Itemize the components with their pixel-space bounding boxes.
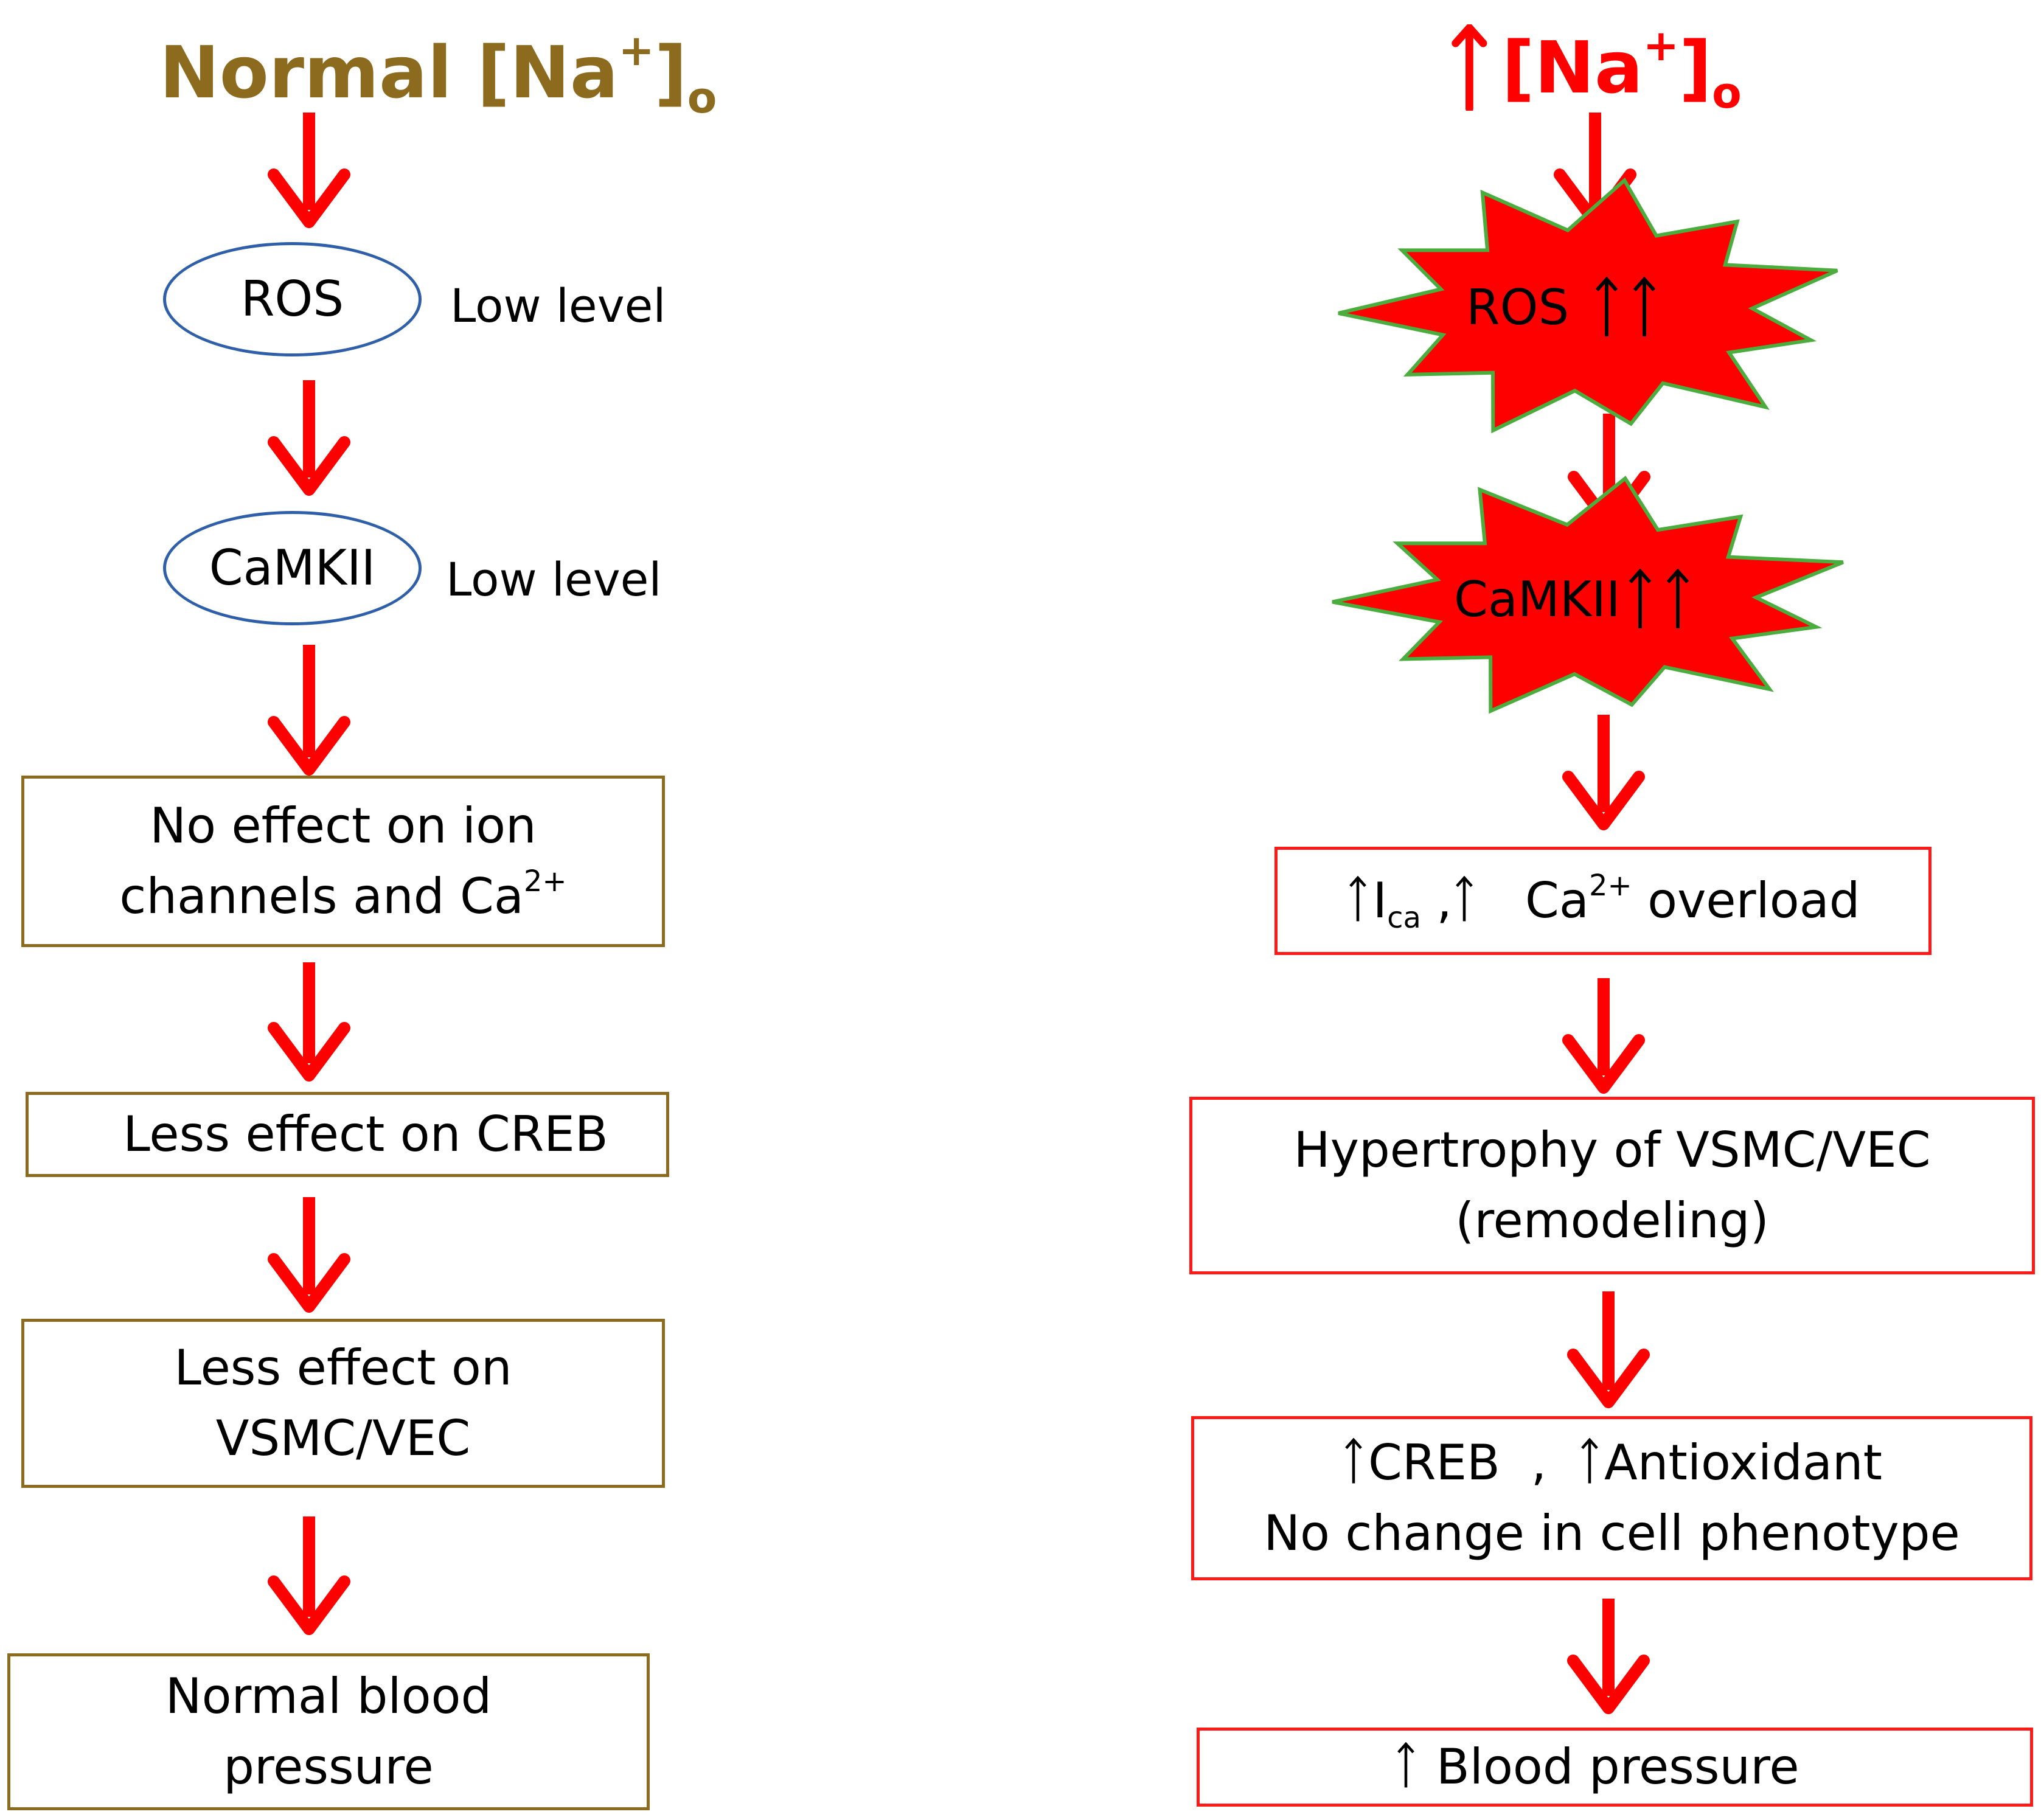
flow-arrow	[268, 1197, 350, 1313]
left-bp-line1: Normal blood	[165, 1668, 492, 1724]
flow-arrow	[268, 380, 350, 496]
up-arrow-icon	[1341, 1438, 1366, 1484]
left-title-sub: o	[687, 72, 717, 123]
up-arrow-icon	[1664, 569, 1691, 630]
right-camkii-label-group: CaMKII	[1454, 569, 1694, 630]
left-title-close: ]	[654, 30, 687, 114]
up-arrow-icon	[1577, 1438, 1602, 1484]
right-creb-line2: No change in cell phenotype	[1264, 1505, 1960, 1561]
left-creb-box: Less effect on CREB	[26, 1092, 669, 1177]
left-title-main: Normal [Na	[159, 30, 619, 114]
right-title-sup: +	[1643, 20, 1680, 71]
flow-arrow	[1567, 1599, 1650, 1714]
right-ros-label-group: ROS	[1466, 277, 1660, 338]
left-camkii-label: CaMKII	[209, 540, 376, 596]
right-hypertrophy-box: Hypertrophy of VSMC/VEC (remodeling)	[1189, 1097, 2035, 1274]
right-creb-box: CREB , Antioxidant No change in cell phe…	[1191, 1416, 2032, 1580]
left-camkii-note: Low level	[446, 552, 662, 606]
left-ion-channels-line2: channels and Ca2+	[119, 864, 567, 925]
left-ros-ellipse: ROS	[163, 242, 422, 356]
bursts	[1332, 177, 1844, 714]
up-arrow-icon	[1448, 24, 1491, 111]
right-title-sub: o	[1712, 67, 1742, 118]
right-ica-text: Ica , Ca2+ overload	[1346, 866, 1860, 936]
flow-arrow	[1562, 715, 1645, 830]
right-hypertrophy-line2: (remodeling)	[1455, 1192, 1769, 1249]
left-blood-pressure-box: Normal blood pressure	[7, 1653, 650, 1810]
left-ros-note: Low level	[450, 279, 666, 333]
right-ros-burst	[1338, 177, 1838, 434]
flow-arrow	[1562, 978, 1645, 1094]
left-ion-channels-line1: No effect on ion	[150, 797, 537, 854]
right-camkii-label: CaMKII	[1454, 571, 1621, 628]
up-arrow-icon	[1346, 876, 1370, 922]
right-title: [Na+]o	[1448, 24, 1742, 114]
flow-arrow	[268, 962, 350, 1082]
left-ros-label: ROS	[240, 271, 344, 327]
right-blood-pressure-box: Blood pressure	[1197, 1728, 2033, 1807]
left-title: Normal [Na+]o	[159, 29, 717, 119]
flow-arrow	[268, 113, 350, 228]
up-arrow-icon	[1452, 876, 1476, 922]
left-vsmc-line2: VSMC/VEC	[215, 1410, 471, 1467]
up-arrow-icon	[1631, 277, 1658, 338]
right-hypertrophy-line1: Hypertrophy of VSMC/VEC	[1293, 1122, 1931, 1178]
left-creb-text: Less effect on CREB	[123, 1106, 608, 1162]
left-camkii-ellipse: CaMKII	[163, 511, 422, 625]
flow-arrow	[1567, 1291, 1650, 1408]
right-title-close: ]	[1679, 26, 1712, 110]
right-camkii-burst	[1332, 475, 1844, 714]
flow-arrow	[268, 1516, 350, 1635]
right-ica-box: Ica , Ca2+ overload	[1274, 847, 1931, 955]
right-title-main: [Na	[1501, 26, 1643, 110]
left-vsmc-line1: Less effect on	[174, 1339, 512, 1396]
right-bp-text: Blood pressure	[1394, 1732, 1835, 1802]
left-ion-channels-box: No effect on ion channels and Ca2+	[21, 776, 665, 947]
right-ros-label: ROS	[1466, 279, 1570, 336]
up-arrow-icon	[1394, 1742, 1418, 1788]
left-title-sup: +	[618, 24, 655, 75]
up-arrow-icon	[1593, 277, 1620, 338]
right-creb-line1: CREB , Antioxidant	[1264, 1428, 1960, 1498]
flow-arrow	[268, 645, 350, 776]
left-bp-line2: pressure	[223, 1738, 434, 1795]
left-vsmc-box: Less effect on VSMC/VEC	[21, 1319, 665, 1488]
up-arrow-icon	[1627, 569, 1653, 630]
